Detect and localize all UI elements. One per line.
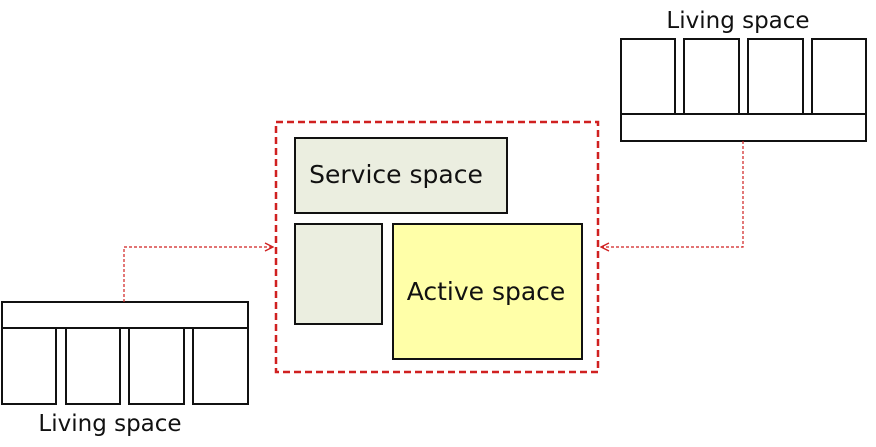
active-space-label: Active space xyxy=(407,277,566,306)
service-space-box xyxy=(294,137,508,214)
living-unit-top-3 xyxy=(747,38,804,115)
service-space-small-box xyxy=(294,223,383,325)
living-unit-bottom-3 xyxy=(128,327,185,405)
living-unit-top-2 xyxy=(683,38,740,115)
living-corridor-top xyxy=(620,113,867,142)
living-unit-top-4 xyxy=(811,38,867,115)
living-space-top-label: Living space xyxy=(666,8,809,34)
living-unit-bottom-4 xyxy=(192,327,249,405)
connector-bottom-left-arrow xyxy=(123,247,273,302)
living-unit-bottom-2 xyxy=(65,327,121,405)
living-space-top: Living space xyxy=(620,8,867,142)
living-corridor-bottom xyxy=(1,301,249,329)
living-space-bottom: Living space xyxy=(1,301,249,437)
living-space-bottom-label: Living space xyxy=(38,411,181,437)
central-dashed-frame xyxy=(274,120,600,374)
living-unit-top-1 xyxy=(620,38,676,115)
living-unit-bottom-1 xyxy=(1,327,57,405)
connector-top-right-arrow xyxy=(601,141,744,247)
active-space-box xyxy=(392,223,583,360)
service-space-label: Service space xyxy=(309,160,483,189)
